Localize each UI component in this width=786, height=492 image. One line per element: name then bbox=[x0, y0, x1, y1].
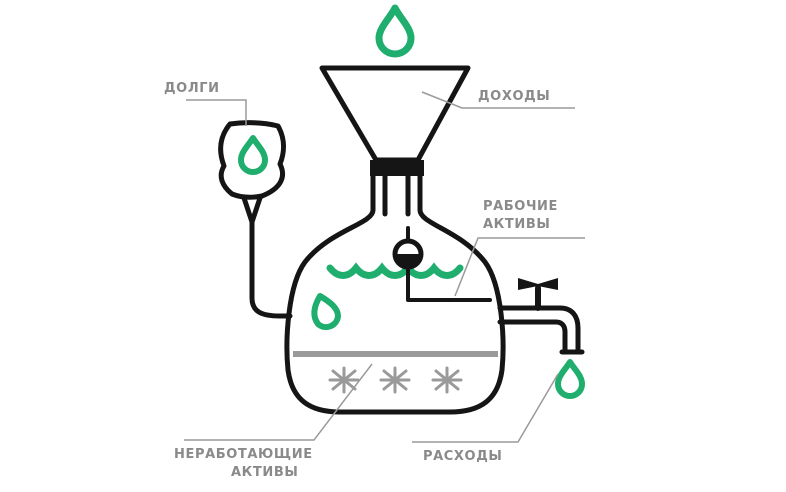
label-debts: ДОЛГИ bbox=[164, 81, 220, 96]
snowflake-icon-2 bbox=[379, 366, 411, 394]
snowflake-icon-1 bbox=[328, 366, 360, 394]
bulb-icon bbox=[218, 120, 293, 319]
water-waves bbox=[326, 262, 464, 279]
expense-drop-icon bbox=[555, 359, 585, 399]
label-working-assets-2: АКТИВЫ bbox=[483, 217, 550, 232]
leader-income bbox=[421, 91, 575, 109]
float-icon bbox=[392, 226, 492, 302]
debt-drop-icon bbox=[238, 135, 268, 175]
label-working-assets-1: РАБОЧИЕ bbox=[483, 199, 558, 214]
flask-icon bbox=[284, 207, 506, 415]
label-idle-assets-2: АКТИВЫ bbox=[231, 465, 298, 480]
snowflake-icon-3 bbox=[431, 366, 463, 394]
label-idle-assets-1: НЕРАБОТАЮЩИЕ bbox=[174, 447, 313, 462]
leader-working-assets bbox=[454, 237, 585, 297]
inner-drop-icon bbox=[311, 293, 341, 331]
leader-expenses bbox=[412, 373, 559, 443]
income-drop-icon bbox=[375, 4, 415, 58]
label-expenses: РАСХОДЫ bbox=[423, 449, 502, 464]
leader-debts bbox=[186, 99, 247, 126]
leader-idle-assets bbox=[184, 363, 373, 441]
tap-icon bbox=[497, 278, 585, 355]
label-income: ДОХОДЫ bbox=[478, 89, 550, 104]
funnel-icon bbox=[319, 65, 471, 217]
